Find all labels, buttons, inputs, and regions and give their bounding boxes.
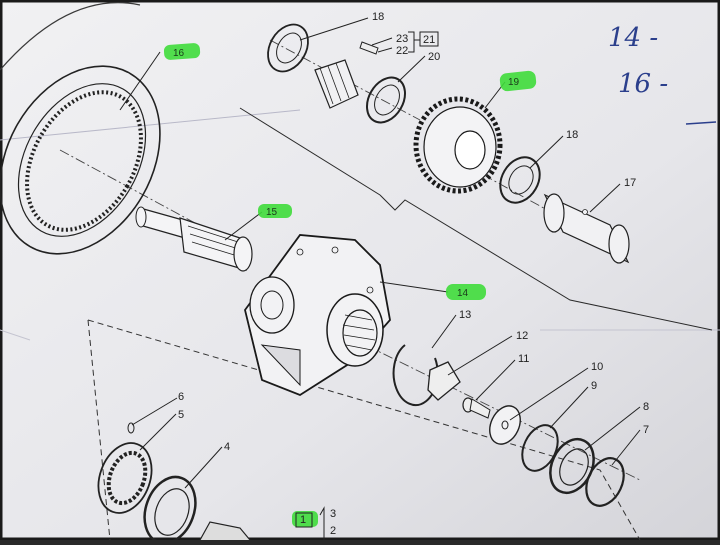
label-23: 23 bbox=[396, 33, 408, 45]
label-7: 7 bbox=[643, 424, 649, 436]
label-1: 1 bbox=[300, 514, 306, 526]
planet-gear-part bbox=[413, 96, 503, 194]
lock-plate-part bbox=[427, 361, 461, 401]
ring-gear-part bbox=[0, 65, 161, 255]
label-19: 19 bbox=[508, 77, 520, 88]
pin-part bbox=[359, 41, 379, 55]
label-12: 12 bbox=[516, 330, 528, 342]
thrust-washer-part bbox=[489, 405, 521, 445]
dashed-frame bbox=[87, 319, 111, 541]
label-3: 3 bbox=[330, 508, 336, 520]
ruled-line bbox=[0, 329, 31, 341]
bracket-21 bbox=[408, 31, 420, 53]
label-11: 11 bbox=[518, 353, 529, 365]
label-4: 4 bbox=[224, 441, 230, 453]
label-14: 14 bbox=[457, 288, 469, 299]
right-washer-part bbox=[499, 156, 541, 204]
bearing-part bbox=[97, 422, 153, 514]
callout-bracket bbox=[239, 107, 713, 331]
axis-line bbox=[334, 329, 641, 481]
sun-gear-shaft-part bbox=[135, 206, 253, 272]
label-9: 9 bbox=[591, 380, 597, 392]
pen-mark bbox=[685, 121, 717, 125]
label-10: 10 bbox=[591, 361, 603, 373]
label-16: 16 bbox=[173, 48, 185, 59]
label-13: 13 bbox=[459, 309, 471, 321]
dashed-frame bbox=[87, 319, 641, 541]
handwritten-note-1: 14 - bbox=[608, 23, 658, 53]
label-6: 6 bbox=[178, 391, 184, 403]
label-22: 22 bbox=[396, 45, 408, 57]
label-8: 8 bbox=[643, 401, 649, 413]
hub-part bbox=[199, 521, 251, 541]
spacer-ring-part bbox=[366, 76, 406, 124]
label-18-right: 18 bbox=[566, 129, 578, 141]
label-5: 5 bbox=[178, 409, 184, 421]
handwritten-note-2: 16 - bbox=[618, 69, 668, 99]
label-18-top: 18 bbox=[372, 11, 384, 23]
top-washer-part bbox=[267, 23, 309, 73]
planet-carrier-part bbox=[244, 234, 391, 397]
label-2: 2 bbox=[330, 525, 336, 537]
label-21: 21 bbox=[423, 34, 435, 46]
bracket-box-21 bbox=[419, 31, 439, 47]
box-1 bbox=[295, 512, 313, 528]
bolt-part bbox=[462, 397, 491, 419]
label-20: 20 bbox=[428, 51, 440, 63]
label-15: 15 bbox=[266, 207, 278, 218]
label-17: 17 bbox=[624, 177, 636, 189]
page-arc bbox=[0, 2, 141, 71]
leader-lines bbox=[119, 17, 641, 540]
ruled-line bbox=[0, 109, 301, 141]
planet-pin-part bbox=[543, 193, 630, 264]
needle-bearing-part bbox=[314, 59, 359, 109]
retaining-ring-part bbox=[585, 457, 625, 507]
